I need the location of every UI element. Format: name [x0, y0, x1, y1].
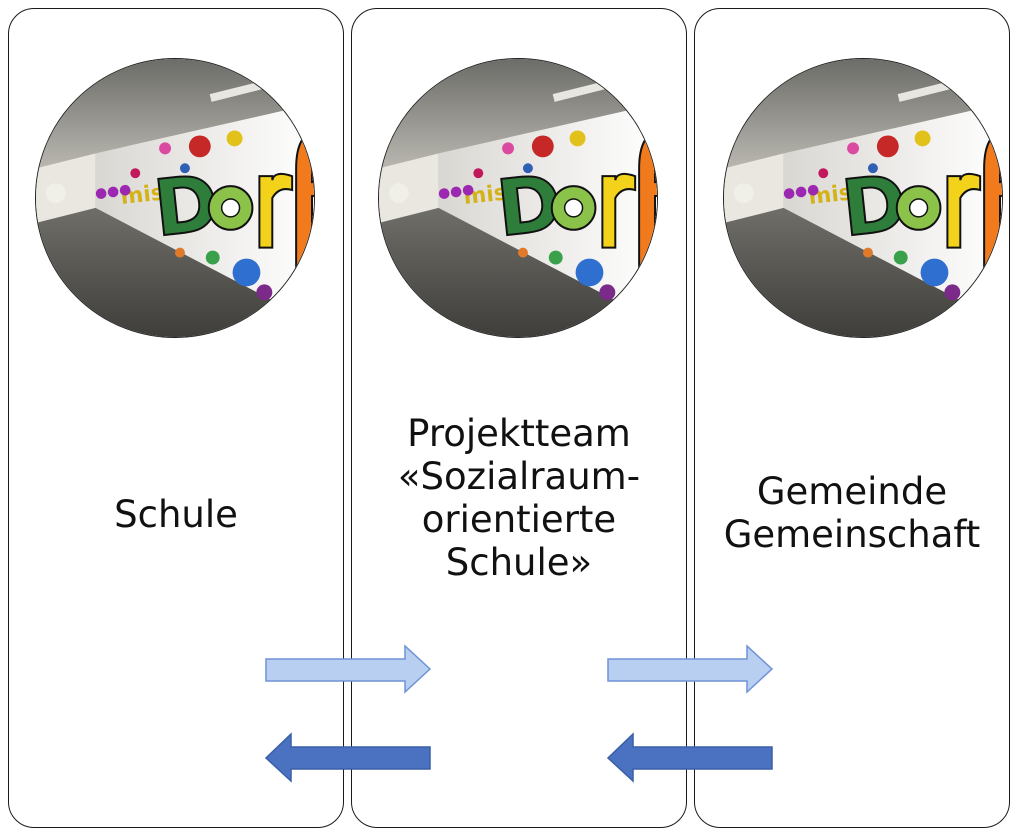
- column-label-school: Schule: [9, 493, 343, 536]
- label-line: orientierte: [421, 498, 617, 541]
- tunnel-mural-photo: [35, 58, 315, 338]
- column-panel-school: Schule: [8, 8, 344, 828]
- label-line: Schule: [114, 493, 238, 536]
- column-panel-community: Gemeinde Gemeinschaft: [694, 8, 1010, 828]
- label-line: Schule»: [445, 541, 593, 584]
- label-line: Gemeinde: [756, 470, 948, 513]
- column-panel-project-team: Projektteam «Sozialraum- orientierte Sch…: [351, 8, 687, 828]
- tunnel-mural-photo: [378, 58, 658, 338]
- column-label-project-team: Projektteam «Sozialraum- orientierte Sch…: [352, 412, 686, 584]
- tunnel-mural-photo: [723, 58, 1003, 338]
- column-label-community: Gemeinde Gemeinschaft: [695, 470, 1009, 556]
- label-line: «Sozialraum-: [397, 455, 641, 498]
- label-line: Gemeinschaft: [723, 513, 981, 556]
- label-line: Projektteam: [407, 412, 631, 455]
